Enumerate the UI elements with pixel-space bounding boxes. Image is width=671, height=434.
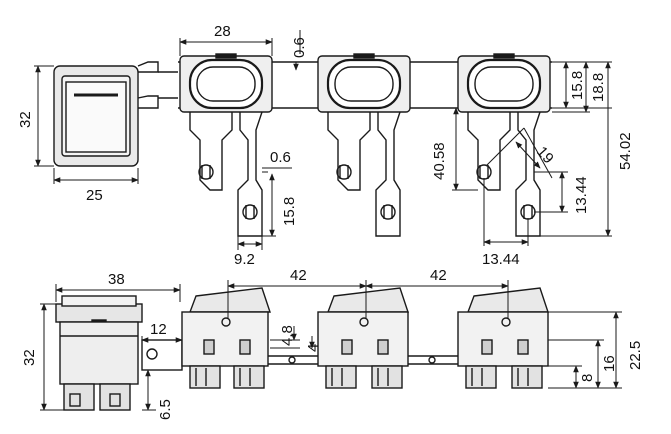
dim-front-32: 32 [17,111,34,128]
dim-42-a: 42 [290,267,307,284]
dim-pin-9-2: 9.2 [234,251,255,268]
side-view-switch-3 [457,287,549,389]
dim-38: 38 [108,271,125,288]
side-view-switch-front [55,295,143,411]
side-view-switch-2 [317,287,458,389]
dim-19: 19 [533,143,557,167]
dim-40-58: 40.58 [431,142,448,180]
dim-6-5: 6.5 [157,399,174,420]
side-view-tab [141,339,183,371]
dim-side-32: 32 [21,349,38,366]
dim-0-6-top: 0.6 [291,37,308,58]
dim-54-02: 54.02 [617,132,634,170]
top-view-switch-3 [457,53,551,237]
front-view-switch [53,61,178,167]
dim-4: 4 [305,344,322,352]
dim-front-25: 25 [86,187,103,204]
top-view-switch-1 [179,53,273,237]
dim-13-44-horizontal: 13.44 [482,251,520,268]
dim-pin-15-8: 15.8 [281,197,298,226]
dim-15-8: 15.8 [569,71,586,100]
dim-18-8: 18.8 [590,73,607,102]
dim-13-44-vertical: 13.44 [573,176,590,214]
dim-28: 28 [214,23,231,40]
dim-8: 8 [579,374,596,382]
dim-22-5: 22.5 [627,341,644,370]
side-view-switch-1 [181,287,318,389]
dim-16: 16 [601,355,618,372]
dim-12: 12 [150,321,167,338]
dim-4-8: 4.8 [279,325,296,346]
top-view-switch-2 [317,53,411,237]
dim-42-b: 42 [430,267,447,284]
dim-pin-0-6: 0.6 [270,149,291,166]
